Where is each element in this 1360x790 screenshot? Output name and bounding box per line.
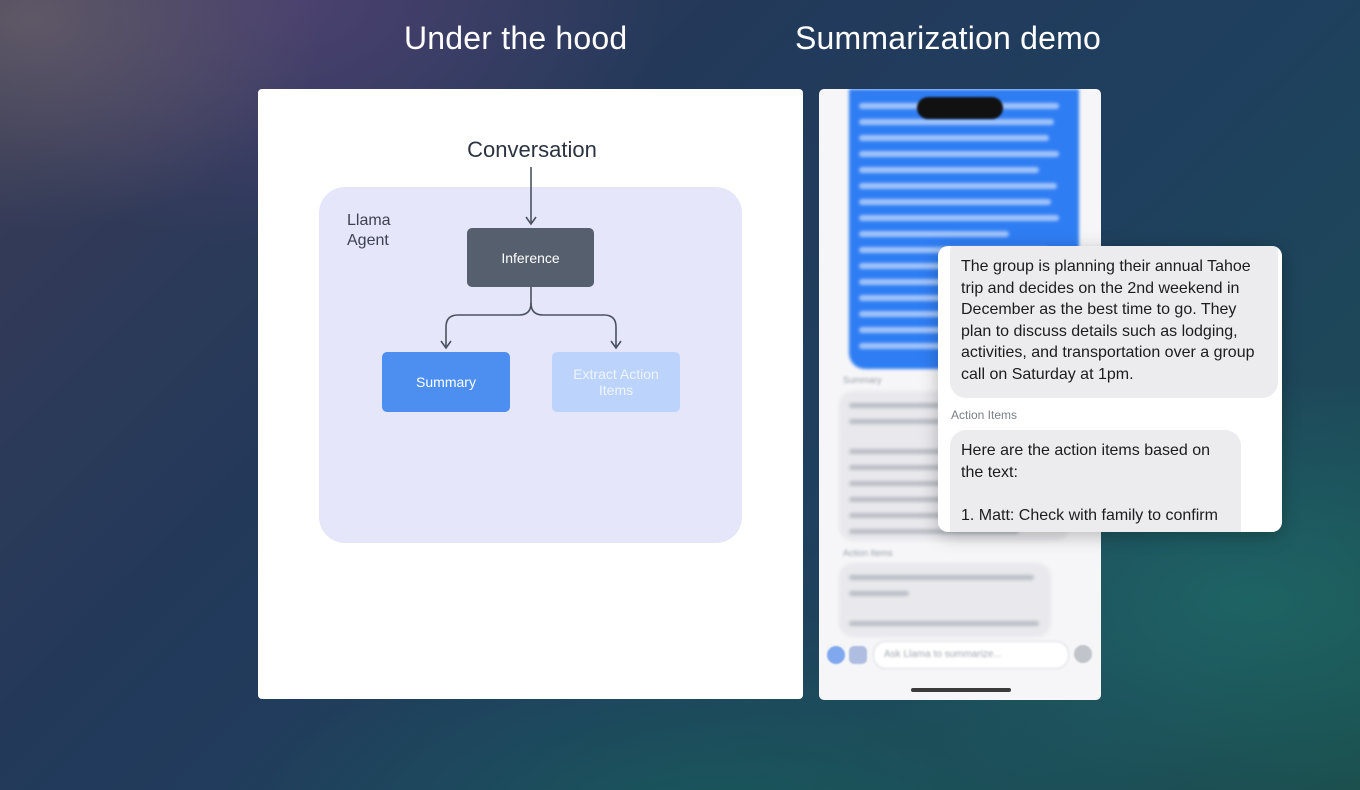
diagram-panel: Conversation Llama Agent Inference Summa… — [258, 89, 803, 699]
conversation-label: Conversation — [467, 137, 597, 162]
action-items-label: Action Items — [951, 408, 1018, 422]
home-indicator — [911, 688, 1011, 692]
message-input-placeholder: Ask Llama to summarize... — [884, 649, 1002, 660]
photo-icon[interactable] — [827, 646, 845, 664]
extract-action-items-label: Extract Action Items — [573, 366, 659, 398]
arrow-inference-to-action-items — [530, 302, 622, 350]
message-input[interactable]: Ask Llama to summarize... — [873, 641, 1069, 669]
llama-agent-label: Llama Agent — [347, 212, 391, 249]
send-icon[interactable] — [1074, 645, 1092, 663]
blurred-action-items-bubble — [839, 563, 1051, 637]
inference-node: Inference — [467, 228, 594, 287]
flow-arrows — [440, 167, 622, 350]
under-the-hood-heading: Under the hood — [404, 20, 628, 56]
camera-icon[interactable] — [849, 646, 867, 664]
blurred-summary-label: Summary — [843, 375, 882, 385]
action-items-bubble: Here are the action items based on the t… — [950, 430, 1241, 532]
extract-action-items-node: Extract Action Items — [552, 352, 680, 412]
summary-popup: The group is planning their annual Tahoe… — [938, 246, 1282, 532]
summary-node: Summary — [382, 352, 510, 412]
summarization-demo-heading: Summarization demo — [795, 20, 1101, 56]
blurred-action-items-label: Action Items — [843, 548, 893, 558]
summary-bubble: The group is planning their annual Tahoe… — [950, 246, 1278, 398]
arrow-inference-to-summary — [440, 287, 532, 350]
redaction-bar — [917, 97, 1003, 119]
